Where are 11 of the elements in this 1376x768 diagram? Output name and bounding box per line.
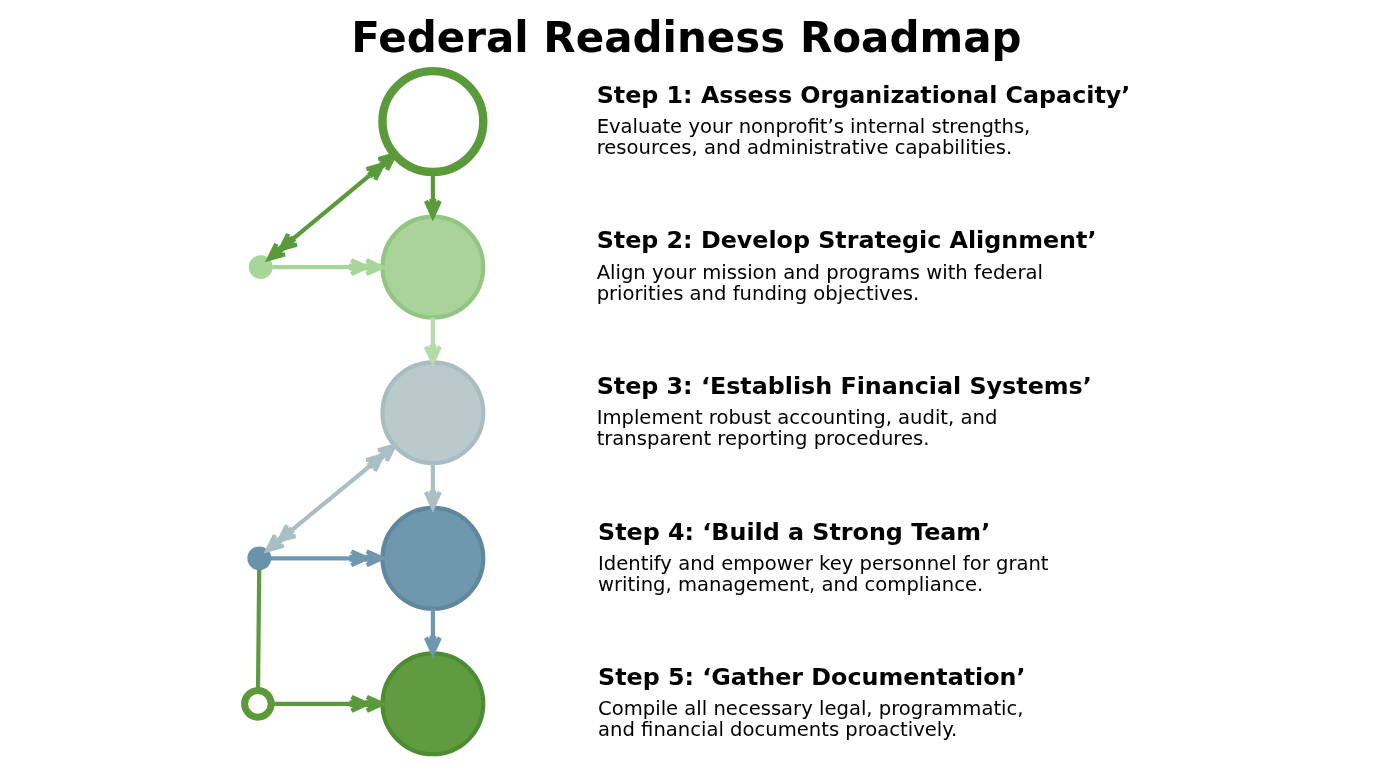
node-label: Implement robust accounting, audit, and transparent reporting procedures. <box>596 406 998 451</box>
node-label: Step 5: ‘Gather Documentation’ <box>598 663 1026 692</box>
node-label: Align your mission and programs with federal priorities and funding objectives. <box>596 260 1043 305</box>
node-label: Step 2: Develop Strategic Alignment’ <box>596 226 1097 255</box>
node-label: Step 3: ‘Establish Financial Systems’ <box>596 371 1092 400</box>
node-label: Step 4: ‘Build a Strong Team’ <box>598 517 991 546</box>
node-label: Compile all necessary legal, programmatic, and financial documents proactively. <box>598 697 1024 742</box>
node-label: Step 1: Assess Organizational Capacity’ <box>596 80 1131 109</box>
diagram-title: Federal Readiness Roadmap <box>351 12 1022 62</box>
node-label: Evaluate your nonprofit’s internal strengths, resources, and administrative capabilities. <box>596 115 1031 160</box>
node-label: Identify and empower key personnel for grant writing, management, and compliance. <box>598 551 1049 596</box>
